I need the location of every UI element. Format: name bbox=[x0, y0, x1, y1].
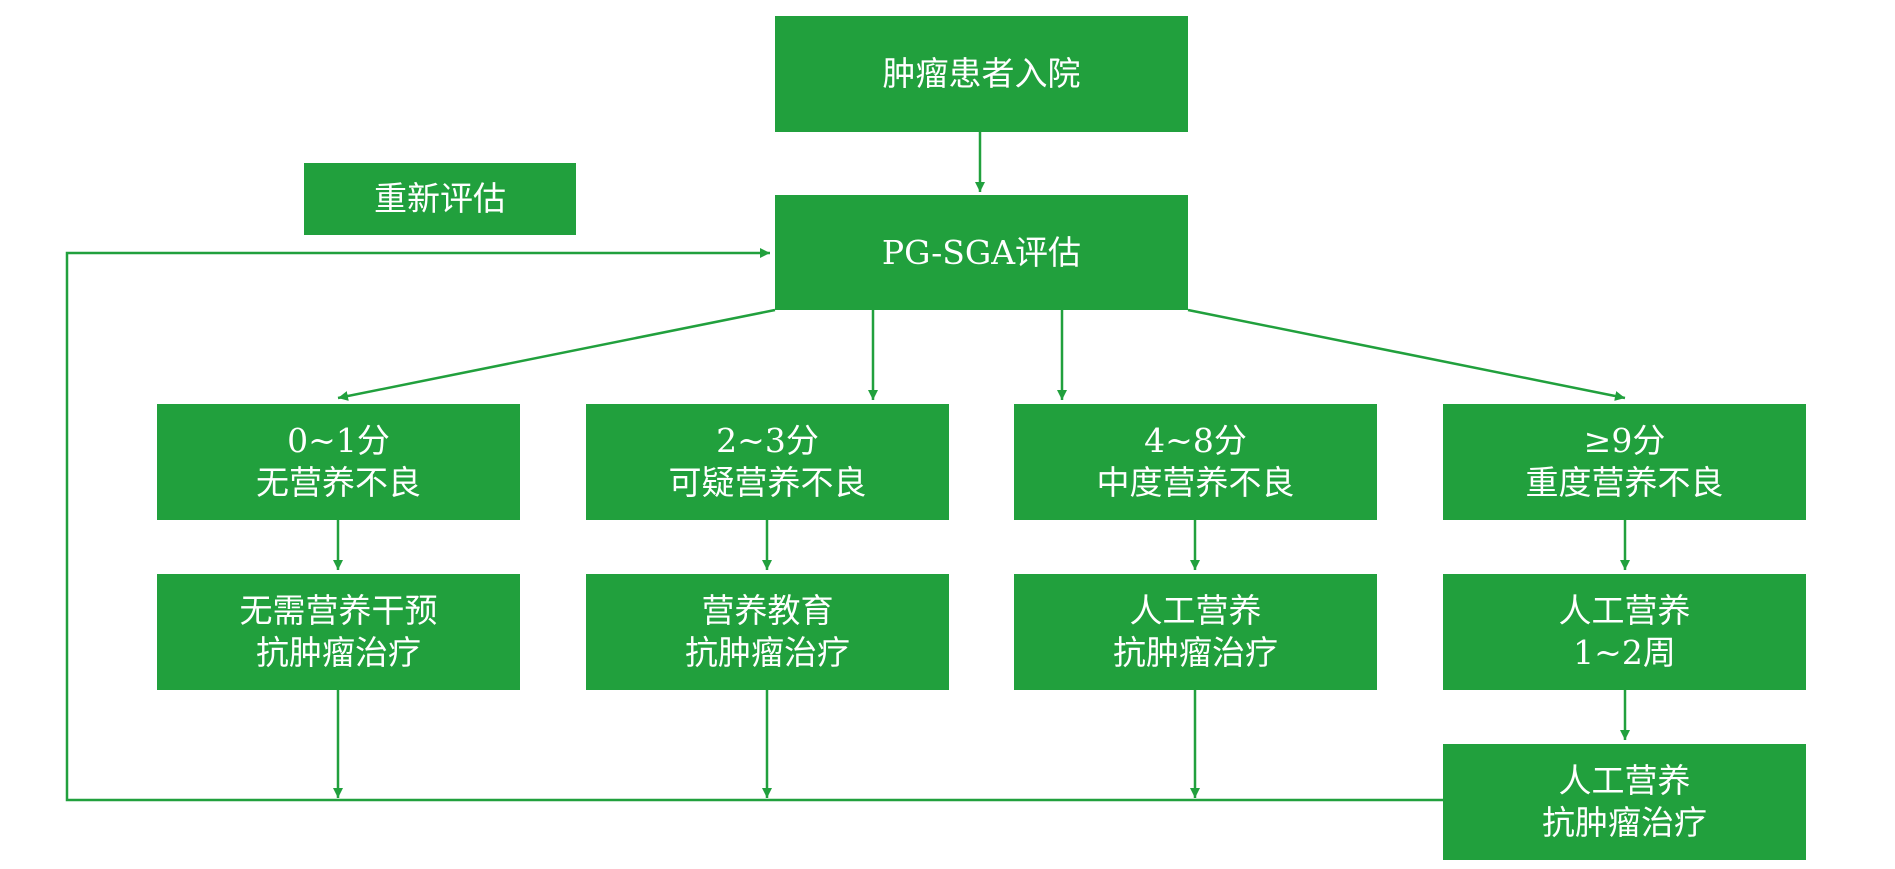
node-score-0-1: 0~1分 无营养不良 bbox=[157, 404, 520, 520]
node-action-9b-line-1: 人工营养 bbox=[1558, 761, 1691, 800]
reassessment-feedback-loop bbox=[65, 248, 1443, 802]
node-action-4-8: 人工营养 抗肿瘤治疗 bbox=[1014, 574, 1377, 690]
node-admission: 肿瘤患者入院 bbox=[775, 16, 1188, 132]
node-score-9-line-2: 重度营养不良 bbox=[1525, 463, 1724, 502]
node-score-9: ≥9分 重度营养不良 bbox=[1443, 404, 1806, 520]
node-action-4-8-line-1: 人工营养 bbox=[1129, 591, 1262, 630]
node-action-2-3-line-1: 营养教育 bbox=[701, 591, 834, 630]
node-pgsga-line-1: PG-SGA评估 bbox=[881, 232, 1082, 272]
node-reassess-line-1: 重新评估 bbox=[374, 179, 506, 218]
node-score-2-3-line-2: 可疑营养不良 bbox=[668, 463, 867, 502]
node-action-2-3: 营养教育 抗肿瘤治疗 bbox=[586, 574, 949, 690]
node-score-0-1-line-1: 0~1分 bbox=[287, 421, 390, 460]
node-action-9b-line-2: 抗肿瘤治疗 bbox=[1542, 803, 1707, 842]
node-score-4-8: 4~8分 中度营养不良 bbox=[1014, 404, 1377, 520]
arrow-pgsga-to-score-0-1 bbox=[337, 308, 776, 401]
node-action-0-1: 无需营养干预 抗肿瘤治疗 bbox=[157, 574, 520, 690]
node-action-9a-line-2: 1~2周 bbox=[1573, 633, 1676, 672]
node-score-0-1-line-2: 无营养不良 bbox=[256, 463, 421, 502]
node-score-4-8-line-1: 4~8分 bbox=[1144, 421, 1247, 460]
node-action-0-1-line-1: 无需营养干预 bbox=[239, 591, 438, 630]
node-reassess: 重新评估 bbox=[304, 163, 576, 235]
node-score-4-8-line-2: 中度营养不良 bbox=[1096, 463, 1295, 502]
arrow-pgsga-to-score-9 bbox=[1187, 308, 1626, 401]
node-action-2-3-line-2: 抗肿瘤治疗 bbox=[685, 633, 850, 672]
node-score-2-3: 2~3分 可疑营养不良 bbox=[586, 404, 949, 520]
node-score-2-3-line-1: 2~3分 bbox=[716, 421, 819, 460]
node-action-9a: 人工营养 1~2周 bbox=[1443, 574, 1806, 690]
node-pgsga: PG-SGA评估 bbox=[775, 195, 1188, 310]
node-admission-line-1: 肿瘤患者入院 bbox=[882, 54, 1081, 93]
node-action-9a-line-1: 人工营养 bbox=[1558, 591, 1691, 630]
node-action-4-8-line-2: 抗肿瘤治疗 bbox=[1113, 633, 1278, 672]
node-action-0-1-line-2: 抗肿瘤治疗 bbox=[256, 633, 421, 672]
node-action-9b: 人工营养 抗肿瘤治疗 bbox=[1443, 744, 1806, 860]
node-score-9-line-1: ≥9分 bbox=[1583, 421, 1666, 460]
